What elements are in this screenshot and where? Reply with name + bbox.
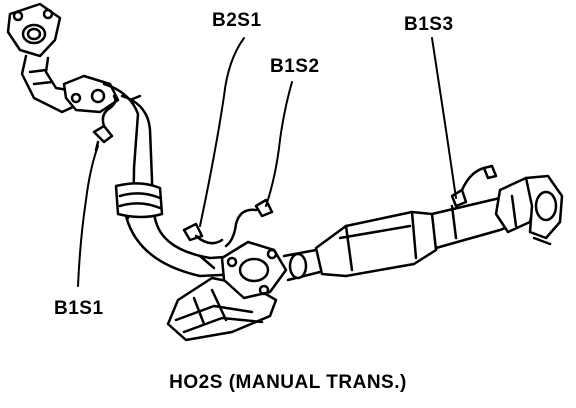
label-b1s2: B1S2	[270, 56, 320, 77]
o2-sensor-b2s1	[182, 222, 224, 245]
lower-crossover-pipe	[124, 214, 242, 278]
leader-b1s2	[265, 81, 293, 207]
diagram-caption: HO2S (MANUAL TRANS.)	[169, 372, 407, 393]
leader-b2s1	[199, 37, 245, 227]
pipe-coupler	[114, 182, 164, 219]
leader-b1s3	[431, 37, 457, 199]
manifold-flange	[6, 2, 62, 58]
leader-b1s1	[77, 145, 99, 287]
rear-flange	[494, 174, 564, 246]
leader-lines	[77, 37, 457, 287]
center-flange	[220, 240, 288, 300]
label-b1s1: B1S1	[54, 298, 104, 319]
converter-inlet-pipe	[282, 248, 322, 282]
catalytic-converter	[314, 210, 438, 278]
o2-sensor-b1s1	[92, 94, 117, 152]
o2-sensor-b1s2	[224, 198, 274, 248]
label-b2s1: B2S1	[212, 10, 262, 31]
label-b1s3: B1S3	[404, 14, 454, 35]
